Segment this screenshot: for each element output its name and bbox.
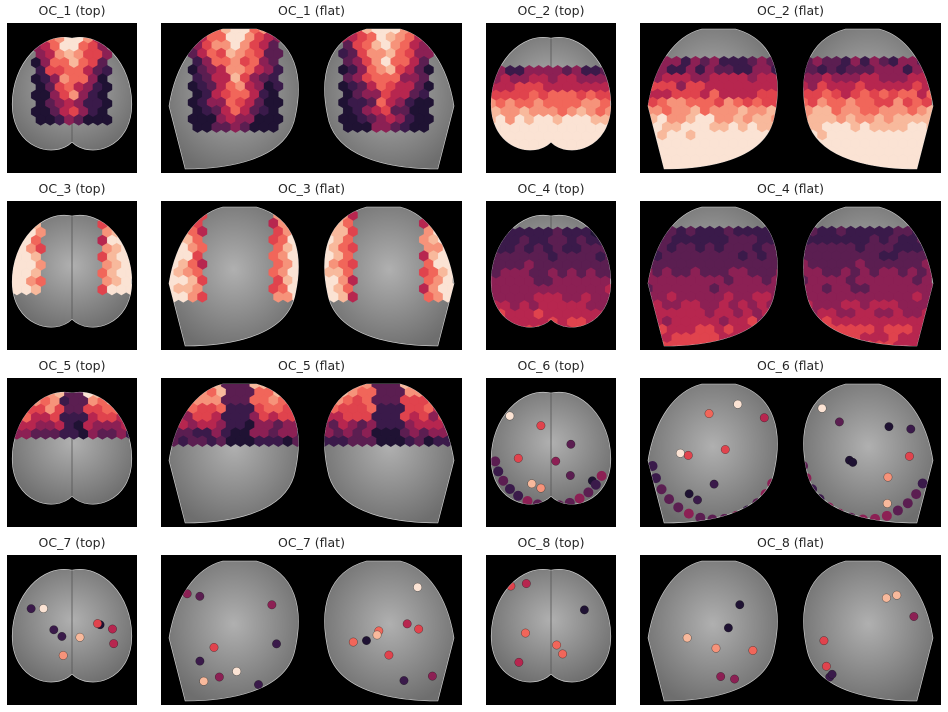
figure-panel: OC_8 (flat) [640,535,941,705]
figure-panel: OC_3 (top) [7,181,137,350]
panel-title: OC_6 (top) [517,358,585,373]
panel-title: OC_2 (flat) [757,3,824,18]
panel-image [161,378,462,527]
panel-plot-8 [7,378,137,527]
panel-image [7,23,137,173]
figure-panel: OC_5 (top) [7,358,137,527]
panel-plot-5 [161,201,462,350]
figure-panel: OC_7 (top) [7,535,137,705]
figure-panel: OC_1 (flat) [161,3,462,173]
panel-image [486,555,616,705]
panel-image [486,201,616,350]
panel-plot-12 [7,555,137,705]
panel-plot-6 [486,201,616,350]
panel-plot-3 [640,23,941,173]
panel-title: OC_1 (top) [38,3,106,18]
figure-panel: OC_2 (flat) [640,3,941,173]
panel-image [486,23,616,173]
panel-title: OC_5 (flat) [278,358,345,373]
panel-image [161,23,462,173]
panel-plot-7 [640,201,941,350]
panel-title: OC_3 (flat) [278,181,345,196]
figure-panel: OC_4 (flat) [640,181,941,350]
panel-plot-14 [486,555,616,705]
figure-panel: OC_2 (top) [486,3,616,173]
panel-plot-1 [161,23,462,173]
panel-image [161,201,462,350]
figure-panel: OC_7 (flat) [161,535,462,705]
figure-panel: OC_5 (flat) [161,358,462,527]
panel-image [7,201,137,350]
panel-title: OC_5 (top) [38,358,106,373]
panel-plot-0 [7,23,137,173]
panel-title: OC_8 (top) [517,535,585,550]
panel-image [7,378,137,527]
figure-panel: OC_4 (top) [486,181,616,350]
figure-panel: OC_8 (top) [486,535,616,705]
panel-title: OC_4 (flat) [757,181,824,196]
panel-title: OC_3 (top) [38,181,106,196]
panel-image [7,555,137,705]
panel-title: OC_4 (top) [517,181,585,196]
panel-plot-4 [7,201,137,350]
panel-title: OC_7 (flat) [278,535,345,550]
panel-image [640,555,941,705]
figure-panel: OC_1 (top) [7,3,137,173]
figure-panel: OC_6 (top) [486,358,616,527]
panel-title: OC_6 (flat) [757,358,824,373]
panel-image [640,23,941,173]
panel-plot-13 [161,555,462,705]
panel-plot-9 [161,378,462,527]
figure-panel: OC_6 (flat) [640,358,941,527]
panel-title: OC_2 (top) [517,3,585,18]
panel-image [486,378,616,527]
panel-title: OC_8 (flat) [757,535,824,550]
panel-title: OC_7 (top) [38,535,106,550]
panel-image [161,555,462,705]
panel-title: OC_1 (flat) [278,3,345,18]
figure-panel: OC_3 (flat) [161,181,462,350]
panel-plot-10 [486,378,616,527]
panel-plot-11 [640,378,941,527]
panel-image [640,201,941,350]
panel-plot-15 [640,555,941,705]
panel-plot-2 [486,23,616,173]
panel-image [640,378,941,527]
